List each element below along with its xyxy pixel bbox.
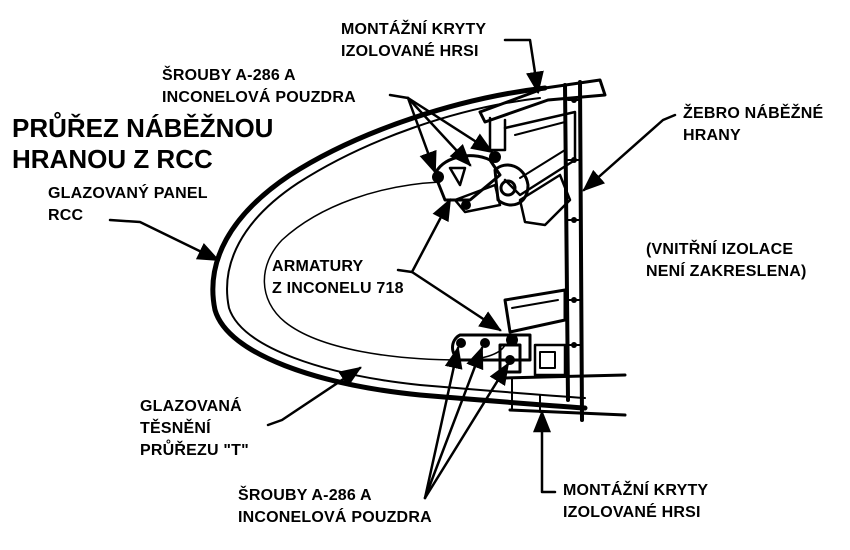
label-spar-line2: HRANY — [683, 127, 741, 144]
label-panel-line2: RCC — [48, 207, 84, 224]
label-insulation-line2: NENÍ ZAKRESLENA) — [646, 261, 807, 280]
label-bottom-carrier-line1: MONTÁŽNÍ KRYTY — [563, 480, 708, 499]
lower-fitting-assembly — [451, 288, 567, 377]
label-bottom-carrier-line2: IZOLOVANÉ HRSI — [563, 502, 701, 521]
label-panel-line1: GLAZOVANÝ PANEL — [48, 183, 208, 202]
label-fittings-line1: ARMATURY — [272, 258, 363, 275]
label-insulation-line1: (VNITŘNÍ IZOLACE — [646, 239, 793, 258]
diagram-title-line1: PRŮŘEZ NÁBĚŽNOU — [12, 111, 273, 143]
label-top-carrier-line2: IZOLOVANÉ HRSI — [341, 41, 479, 60]
diagram-title-line2: HRANOU Z RCC — [12, 144, 213, 174]
leader-lines — [108, 38, 677, 500]
label-fittings-line2: Z INCONELU 718 — [272, 280, 404, 297]
label-top-carrier-line1: MONTÁŽNÍ KRYTY — [341, 19, 486, 38]
label-bottom-bolts-line2: INCONELOVÁ POUZDRA — [238, 507, 432, 526]
upper-fitting-assembly — [432, 151, 572, 227]
label-top-bolts-line2: INCONELOVÁ POUZDRA — [162, 87, 356, 106]
label-top-bolts-line1: ŠROUBY A-286 A — [162, 65, 296, 84]
label-spar-line1: ŽEBRO NÁBĚŽNÉ — [683, 103, 824, 122]
label-bottom-bolts-line1: ŠROUBY A-286 A — [238, 485, 372, 504]
wing-spar — [563, 80, 584, 422]
lower-carrier-panel — [503, 373, 627, 417]
label-tseal-line1: GLAZOVANÁ — [140, 396, 242, 415]
label-tseal-line3: PRŮŘEZU "T" — [140, 439, 249, 459]
label-tseal-line2: TĚSNĚNÍ — [140, 418, 211, 437]
